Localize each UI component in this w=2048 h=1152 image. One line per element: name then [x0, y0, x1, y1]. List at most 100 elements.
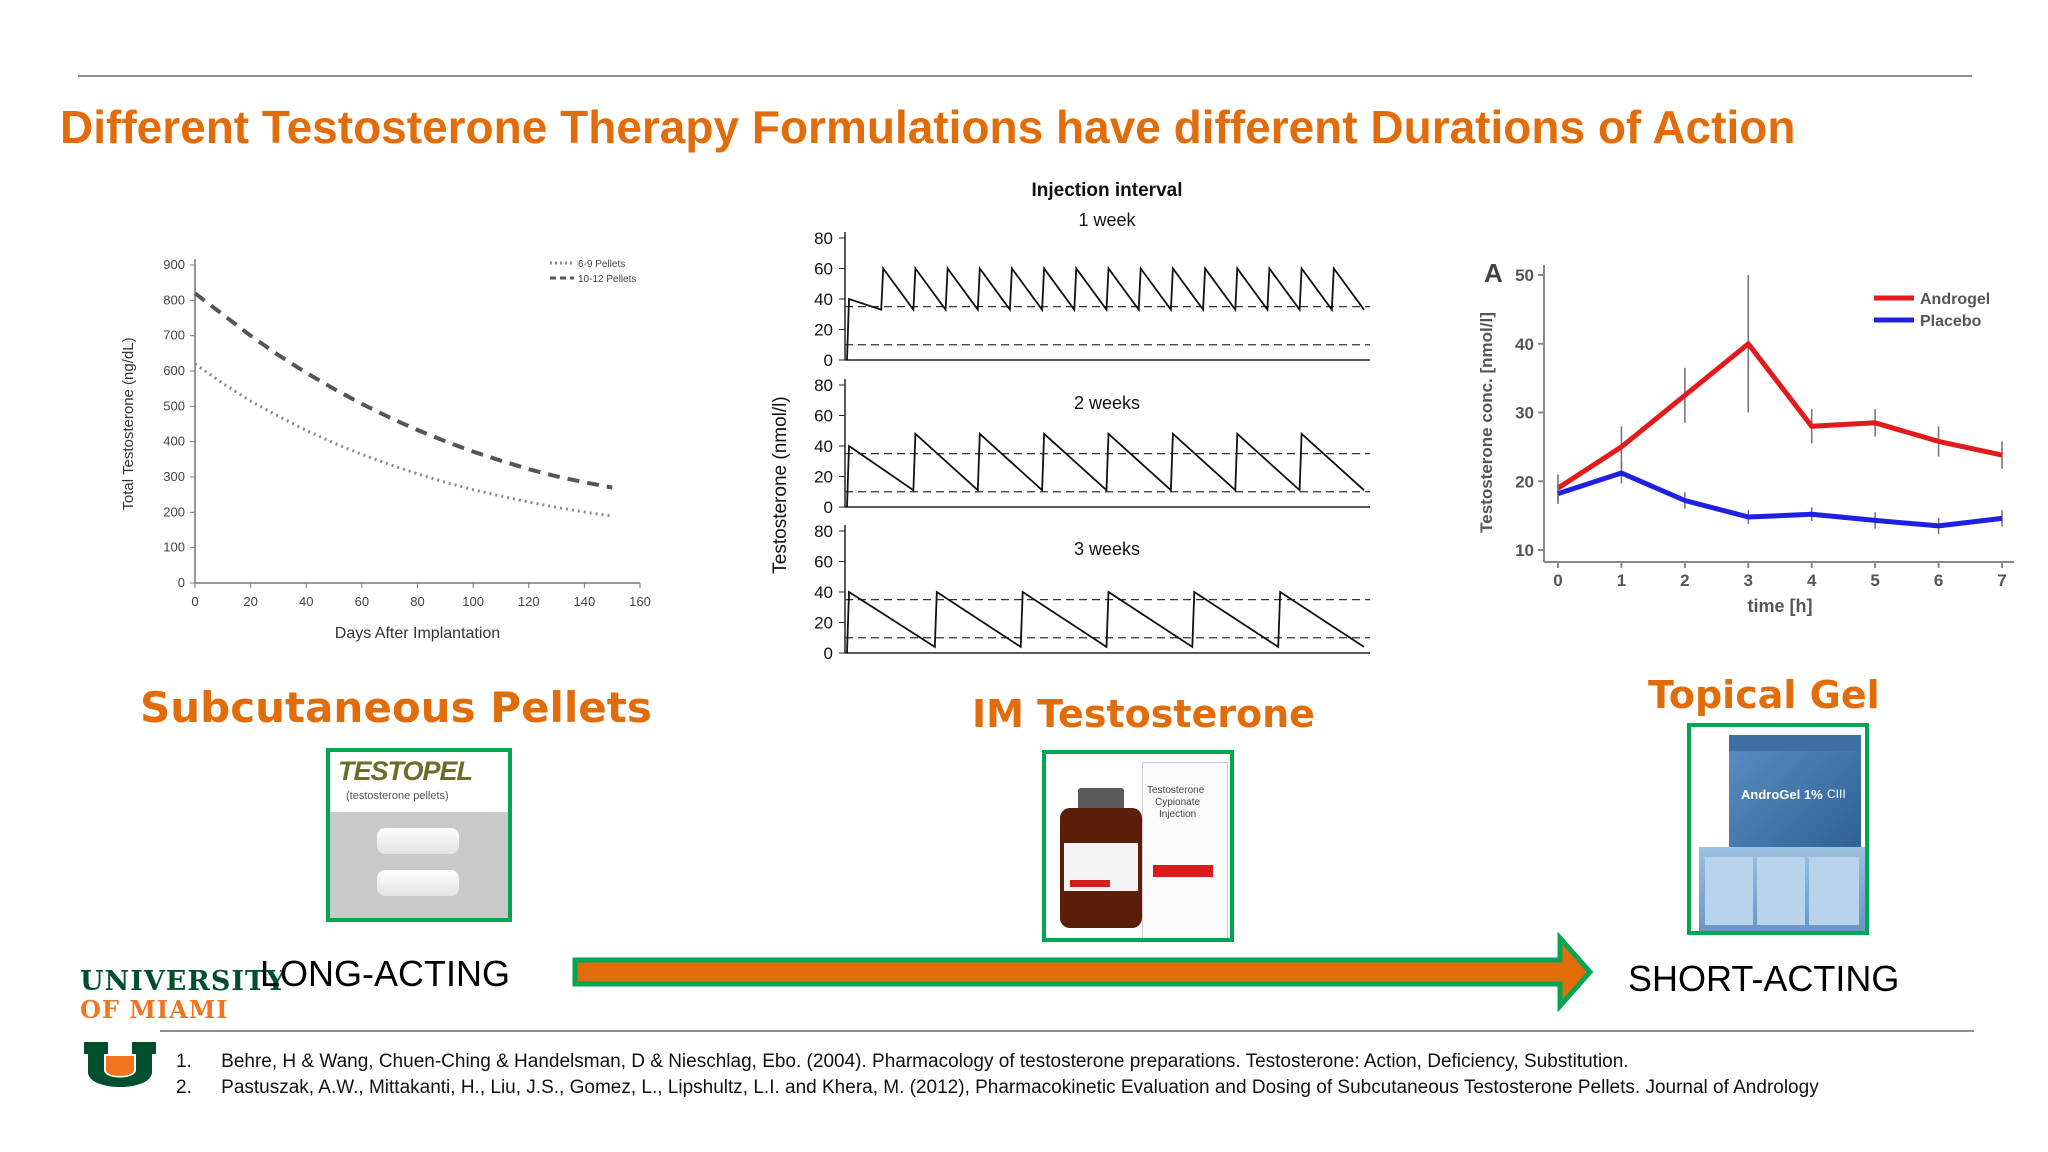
androgel-packets — [1699, 847, 1865, 931]
y-tick-label: 60 — [814, 260, 833, 279]
y-tick-label: 0 — [824, 498, 833, 517]
x-axis-label: Days After Implantation — [335, 625, 500, 642]
cypionate-image: Testosterone Cypionate Injection — [1042, 750, 1234, 942]
androgel-schedule: CIII — [1827, 787, 1846, 801]
bottom-divider — [160, 1030, 1974, 1032]
x-tick-label: 0 — [191, 594, 198, 609]
pellets-chart: A010020030040050060070080090002040608010… — [120, 257, 651, 642]
y-axis-label: Testosterone conc. [nmol/l] — [1477, 312, 1496, 533]
short-acting-label: SHORT-ACTING — [1628, 958, 1900, 999]
chart-title: Injection interval — [1032, 180, 1183, 201]
caption-im: IM Testosterone — [972, 692, 1315, 736]
x-tick-label: 80 — [410, 594, 424, 609]
y-tick-label: 800 — [163, 292, 185, 307]
carton-line-3: Injection — [1159, 809, 1197, 820]
duration-arrow — [572, 932, 1594, 1012]
x-tick-label: 60 — [355, 594, 369, 609]
series-line — [193, 291, 613, 490]
reference-1-num: 1. — [176, 1051, 192, 1072]
x-tick-label: 120 — [518, 594, 540, 609]
y-tick-label: 20 — [814, 321, 833, 340]
legend-label: 10-12 Pellets — [578, 274, 636, 285]
y-tick-label: 600 — [163, 363, 185, 378]
x-tick-label: 40 — [299, 594, 313, 609]
y-tick-label: 20 — [1515, 472, 1534, 491]
reference-2: 2. Pastuszak, A.W., Mittakanti, H., Liu,… — [176, 1077, 1819, 1099]
testopel-sub: (testosterone pellets) — [346, 790, 449, 802]
x-tick-label: 140 — [574, 594, 596, 609]
y-tick-label: 30 — [1515, 404, 1534, 423]
concentration-line — [846, 590, 1365, 654]
x-tick-label: 0 — [1553, 571, 1562, 590]
y-tick-label: 50 — [1515, 266, 1534, 285]
vial — [1060, 788, 1142, 928]
carton-line-1: Testosterone — [1147, 785, 1205, 796]
x-tick-label: 4 — [1807, 571, 1817, 590]
y-tick-label: 40 — [814, 583, 833, 602]
legend-label: Placebo — [1920, 313, 1982, 330]
y-tick-label: 20 — [814, 468, 833, 487]
y-tick-label: 0 — [824, 351, 833, 370]
x-tick-label: 3 — [1744, 571, 1753, 590]
university-logo-text: UNIVERSITY OF MIAMI — [80, 966, 286, 1024]
y-tick-label: 60 — [814, 553, 833, 572]
y-tick-label: 10 — [1515, 541, 1534, 560]
x-tick-label: 20 — [243, 594, 257, 609]
top-divider — [78, 75, 1972, 77]
panel-label: 2 weeks — [1074, 393, 1140, 413]
cypionate-carton: Testosterone Cypionate Injection — [1142, 762, 1228, 938]
y-tick-label: 80 — [814, 522, 833, 541]
androgel-image: AndroGel 1% CIII — [1687, 723, 1869, 935]
y-axis-label: Testosterone (nmol/l) — [770, 396, 791, 573]
reference-1-text: Behre, H & Wang, Chuen-Ching & Handelsma… — [221, 1051, 1629, 1072]
y-tick-label: 200 — [163, 504, 185, 519]
panel-label: A — [1484, 258, 1503, 288]
androgel-carton: AndroGel 1% CIII — [1729, 735, 1861, 863]
y-tick-label: 400 — [163, 434, 185, 449]
y-tick-label: 700 — [163, 328, 185, 343]
x-tick-label: 6 — [1934, 571, 1943, 590]
caption-gel: Topical Gel — [1648, 673, 1880, 717]
x-tick-label: 2 — [1680, 571, 1689, 590]
panel-label: 3 weeks — [1074, 539, 1140, 559]
x-tick-label: 160 — [629, 594, 651, 609]
y-tick-label: 300 — [163, 469, 185, 484]
reference-2-text: Pastuszak, A.W., Mittakanti, H., Liu, J.… — [221, 1077, 1819, 1098]
testopel-image: TESTOPEL (testosterone pellets) — [326, 748, 512, 922]
carton-line-2: Cypionate — [1155, 797, 1201, 808]
x-tick-label: 7 — [1997, 571, 2006, 590]
y-tick-label: 40 — [1515, 335, 1534, 354]
concentration-line — [846, 265, 1365, 361]
reference-2-num: 2. — [176, 1077, 192, 1098]
legend-label: 6-9 Pellets — [578, 259, 625, 270]
x-tick-label: 100 — [462, 594, 484, 609]
y-axis-label: Total Testosterone (ng/dL) — [120, 337, 137, 510]
logo-line-1: UNIVERSITY — [80, 966, 287, 997]
reference-1: 1. Behre, H & Wang, Chuen-Ching & Handel… — [176, 1051, 1629, 1073]
long-acting-label: LONG-ACTING — [260, 953, 511, 994]
x-axis-label: time [h] — [1748, 596, 1813, 616]
androgel-brand: AndroGel 1% — [1741, 787, 1823, 802]
y-tick-label: 80 — [814, 229, 833, 248]
y-tick-label: 40 — [814, 290, 833, 309]
panel-label: 1 week — [1078, 210, 1136, 230]
y-tick-label: 100 — [163, 540, 185, 555]
pellet-2 — [377, 870, 459, 896]
testopel-brand: TESTOPEL — [338, 756, 473, 786]
y-tick-label: 0 — [178, 575, 185, 590]
logo-line-2: OF MIAMI — [80, 995, 229, 1024]
caption-pellets: Subcutaneous Pellets — [140, 683, 652, 732]
x-tick-label: 5 — [1870, 571, 1879, 590]
series-line — [194, 362, 613, 518]
series-line — [1557, 470, 2003, 529]
arrow-shape — [572, 932, 1594, 1012]
y-tick-label: 40 — [814, 437, 833, 456]
concentration-line — [846, 431, 1365, 508]
u-logo-icon — [84, 1042, 156, 1087]
y-tick-label: 80 — [814, 376, 833, 395]
series-line — [1556, 341, 2003, 491]
legend-label: Androgel — [1920, 291, 1990, 308]
pellet-1 — [377, 828, 459, 854]
y-tick-label: 500 — [163, 398, 185, 413]
